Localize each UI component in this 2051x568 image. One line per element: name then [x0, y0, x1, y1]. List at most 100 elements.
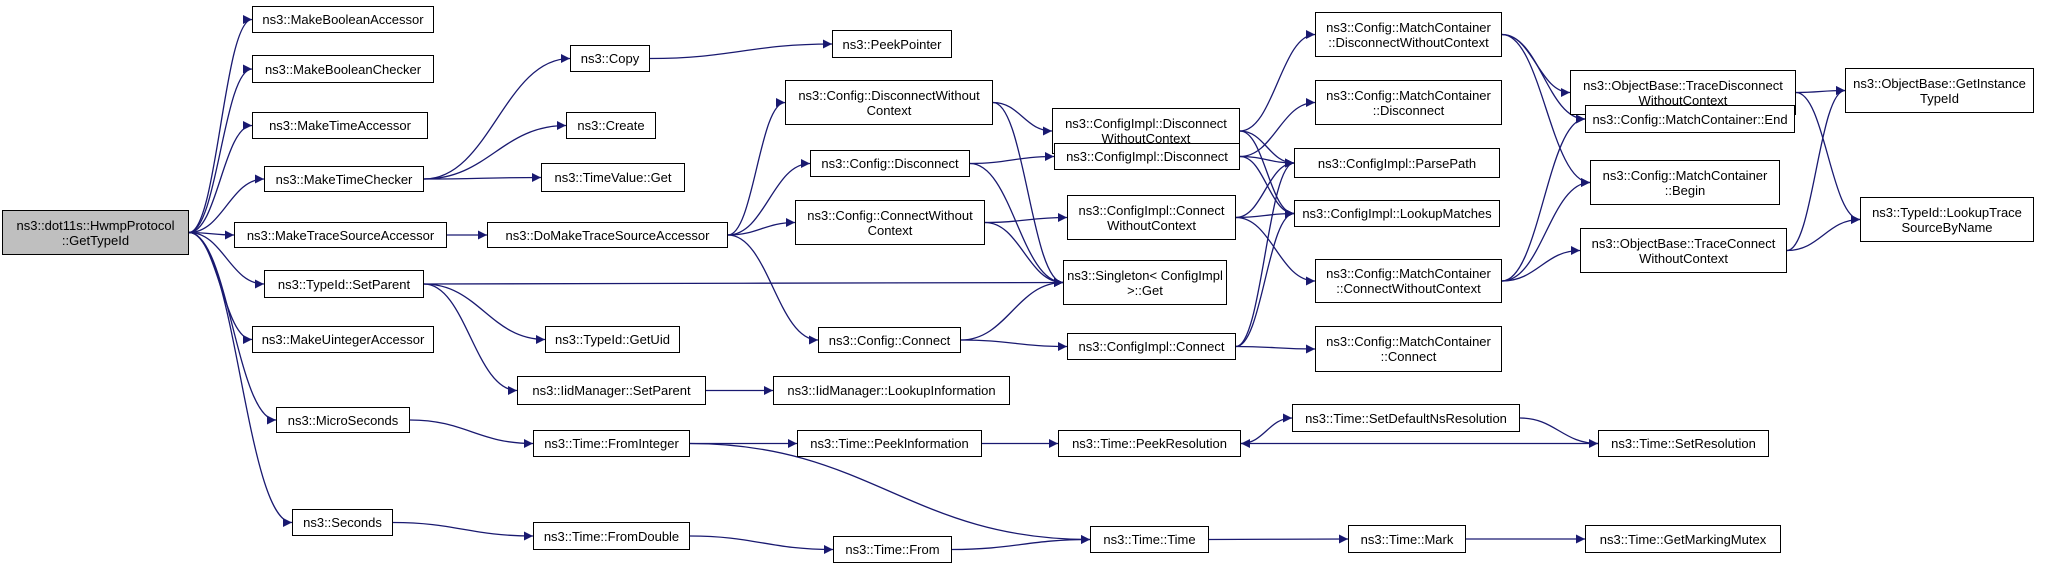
- node-tfd[interactable]: ns3::Time::FromDouble: [533, 522, 690, 550]
- edge-root-to-tsp: [188, 231, 265, 289]
- node-mtsa[interactable]: ns3::MakeTraceSourceAccessor: [234, 222, 447, 248]
- node-micro[interactable]: ns3::MicroSeconds: [276, 407, 410, 433]
- node-label: ns3::Create: [577, 118, 645, 133]
- node-tsdnr[interactable]: ns3::Time::SetDefaultNsResolution: [1292, 404, 1520, 432]
- edge-tfrom-to-ttime: [951, 535, 1091, 551]
- node-cilm[interactable]: ns3::ConfigImpl::LookupMatches: [1294, 200, 1500, 227]
- edge-obtcwc-to-tilts: [1786, 215, 1861, 252]
- node-copy[interactable]: ns3::Copy: [570, 45, 650, 72]
- edge-tsp-to-singleton: [423, 278, 1064, 288]
- edge-ccwc-to-singleton: [984, 221, 1064, 287]
- edge-dmtsa-to-ccwc: [727, 218, 796, 236]
- node-label: ns3::ConfigImpl::ParsePath: [1317, 155, 1477, 171]
- node-label: ns3::Config::MatchContainer::End: [1592, 111, 1788, 127]
- edge-cmcdwc-to-cmcend: [1501, 33, 1586, 124]
- node-label: ns3::Time::GetMarkingMutex: [1599, 531, 1767, 547]
- node-dmtsa[interactable]: ns3::DoMakeTraceSourceAccessor: [487, 222, 728, 248]
- node-label: ns3::IidManager::SetParent: [532, 383, 691, 398]
- edge-dmtsa-to-cdwc: [727, 98, 786, 236]
- node-label: ns3::Time::Mark: [1360, 531, 1454, 547]
- node-tvget[interactable]: ns3::TimeValue::Get: [541, 163, 685, 192]
- node-tgmm[interactable]: ns3::Time::GetMarkingMutex: [1585, 525, 1781, 553]
- node-cmcbegin[interactable]: ns3::Config::MatchContainer::Begin: [1590, 160, 1780, 205]
- node-mba[interactable]: ns3::MakeBooleanAccessor: [252, 6, 434, 33]
- node-cmcend[interactable]: ns3::Config::MatchContainer::End: [1585, 105, 1795, 133]
- edge-micro-to-tfi: [409, 419, 534, 448]
- node-peekptr[interactable]: ns3::PeekPointer: [832, 30, 952, 58]
- edge-root-to-mbc: [188, 64, 253, 234]
- node-ciconn[interactable]: ns3::ConfigImpl::Connect: [1067, 333, 1236, 360]
- node-label: ns3::MicroSeconds: [287, 412, 399, 428]
- node-cmcconn[interactable]: ns3::Config::MatchContainer::Connect: [1315, 326, 1502, 372]
- node-label: ns3::PeekPointer: [842, 36, 942, 52]
- node-tpr[interactable]: ns3::Time::PeekResolution: [1058, 430, 1241, 457]
- node-mbc[interactable]: ns3::MakeBooleanChecker: [252, 55, 434, 83]
- node-label: ns3::Config::MatchContainer::DisconnectW…: [1326, 19, 1491, 50]
- edge-cmccwc-to-cmcbegin: [1501, 178, 1591, 282]
- node-mtc[interactable]: ns3::MakeTimeChecker: [264, 166, 424, 192]
- node-cipp[interactable]: ns3::ConfigImpl::ParsePath: [1294, 148, 1500, 178]
- edge-root-to-mta: [188, 121, 253, 234]
- node-label: ns3::Singleton< ConfigImpl>::Get: [1067, 267, 1223, 298]
- node-label: ns3::Copy: [580, 51, 640, 66]
- node-label: ns3::Time::Time: [1103, 532, 1196, 547]
- node-getuid[interactable]: ns3::TypeId::GetUid: [545, 326, 680, 353]
- node-sec[interactable]: ns3::Seconds: [292, 509, 393, 536]
- edge-cidwc-to-cilm: [1239, 130, 1295, 218]
- node-tpi[interactable]: ns3::Time::PeekInformation: [797, 430, 982, 457]
- edge-tsdnr-to-tsr: [1519, 417, 1599, 448]
- node-cidisc[interactable]: ns3::ConfigImpl::Disconnect: [1054, 143, 1240, 170]
- node-tfi[interactable]: ns3::Time::FromInteger: [533, 430, 690, 457]
- edge-cconn-to-singleton: [960, 278, 1064, 341]
- node-label: ns3::Time::From: [845, 542, 940, 557]
- node-ttime[interactable]: ns3::Time::Time: [1090, 526, 1209, 553]
- node-cmccwc[interactable]: ns3::Config::MatchContainer::ConnectWith…: [1315, 259, 1502, 303]
- node-label: ns3::Config::MatchContainer::ConnectWith…: [1326, 266, 1491, 296]
- node-label: ns3::Config::MatchContainer::Begin: [1602, 167, 1768, 198]
- node-singleton[interactable]: ns3::Singleton< ConfigImpl>::Get: [1063, 260, 1227, 305]
- node-iidsp[interactable]: ns3::IidManager::SetParent: [517, 376, 706, 405]
- node-label: ns3::Seconds: [303, 515, 382, 530]
- node-cdisc[interactable]: ns3::Config::Disconnect: [810, 150, 970, 177]
- node-mua[interactable]: ns3::MakeUintegerAccessor: [252, 326, 434, 353]
- edge-cmcdwc-to-cmcbegin: [1501, 33, 1591, 187]
- edge-ciconn-to-cmcconn: [1235, 344, 1316, 354]
- node-tmark[interactable]: ns3::Time::Mark: [1348, 525, 1466, 553]
- node-tsr[interactable]: ns3::Time::SetResolution: [1598, 430, 1769, 457]
- node-tfrom[interactable]: ns3::Time::From: [833, 536, 952, 563]
- edge-tsp-to-iidsp: [423, 283, 518, 395]
- node-cconn[interactable]: ns3::Config::Connect: [818, 327, 961, 353]
- node-mta[interactable]: ns3::MakeTimeAccessor: [252, 112, 428, 139]
- node-iidli[interactable]: ns3::IidManager::LookupInformation: [773, 376, 1010, 405]
- edge-cdisc-to-cidisc: [969, 152, 1055, 165]
- edge-cdwc-to-singleton: [992, 101, 1064, 287]
- node-label: ns3::Config::Disconnect: [821, 156, 959, 171]
- edge-obtcwc-to-obgit: [1786, 86, 1846, 252]
- edge-root-to-mtc: [188, 174, 265, 234]
- node-tsp[interactable]: ns3::TypeId::SetParent: [264, 270, 424, 298]
- node-label: ns3::Time::SetDefaultNsResolution: [1305, 410, 1507, 426]
- edge-ciconn-to-cilm: [1235, 209, 1295, 348]
- node-cmcdwc[interactable]: ns3::Config::MatchContainer::DisconnectW…: [1315, 12, 1502, 57]
- node-label: ns3::Time::SetResolution: [1611, 436, 1756, 451]
- node-create[interactable]: ns3::Create: [566, 112, 656, 139]
- node-root[interactable]: ns3::dot11s::HwmpProtocol::GetTypeId: [2, 210, 189, 255]
- edge-cconn-to-ciconn: [960, 339, 1068, 351]
- node-cmcdisc[interactable]: ns3::Config::MatchContainer::Disconnect: [1315, 80, 1502, 125]
- node-label: ns3::TimeValue::Get: [554, 170, 672, 185]
- node-label: ns3::Time::PeekResolution: [1072, 436, 1227, 451]
- edge-cidwc-to-cmcdwc: [1239, 30, 1316, 132]
